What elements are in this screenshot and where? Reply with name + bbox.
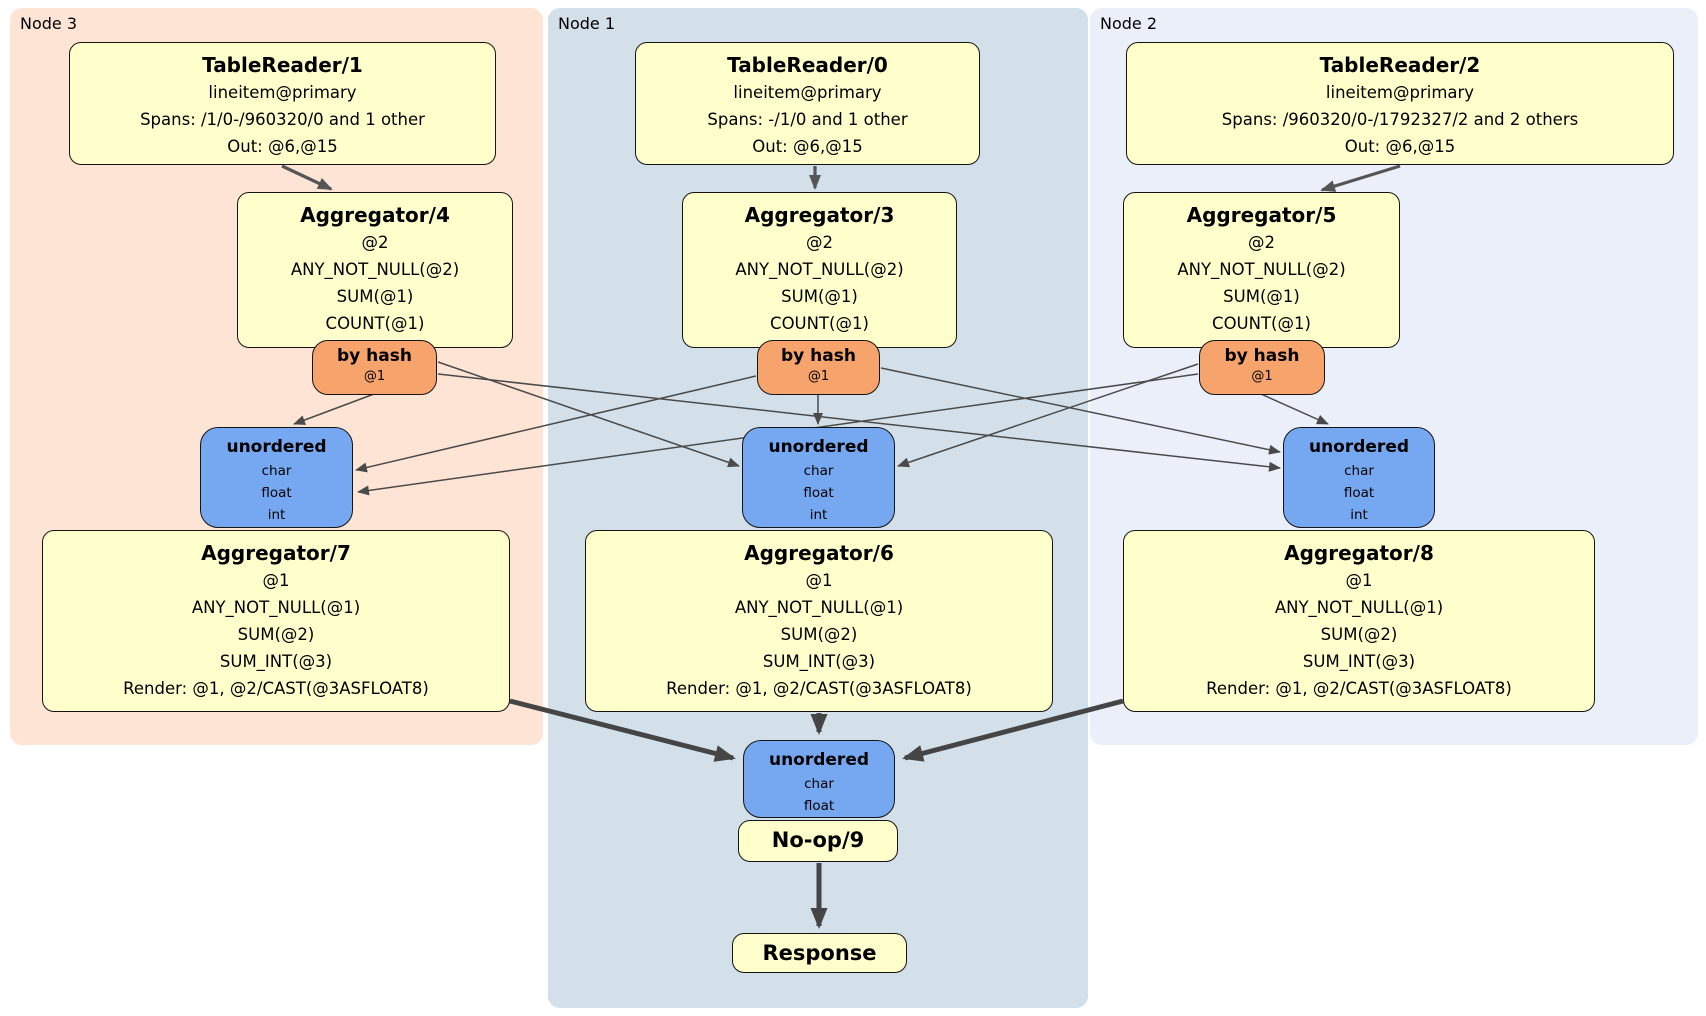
aggregator-8-box: Aggregator/8 @1 ANY_NOT_NULL(@1) SUM(@2)… — [1123, 530, 1595, 712]
aggregator-4-groupcols: @2 — [361, 233, 389, 252]
by-hash-router-node2-title: by hash — [1224, 346, 1300, 366]
aggregator-3-fn3: COUNT(@1) — [770, 314, 869, 333]
aggregator-8-fn1: ANY_NOT_NULL(@1) — [1274, 598, 1444, 617]
unordered-sync-node1-title: unordered — [768, 437, 869, 457]
panel-node3-label: Node 3 — [20, 14, 78, 33]
aggregator-7-fn1: ANY_NOT_NULL(@1) — [191, 598, 361, 617]
aggregator-6-render: Render: @1, @2/CAST(@3ASFLOAT8) — [666, 679, 972, 698]
aggregator-5-box: Aggregator/5 @2 ANY_NOT_NULL(@2) SUM(@1)… — [1123, 192, 1400, 348]
aggregator-4-fn3: COUNT(@1) — [325, 314, 425, 333]
aggregator-3-fn2: SUM(@1) — [781, 287, 858, 306]
unordered-sync-final: unordered char float — [743, 740, 895, 818]
aggregator-6-title: Aggregator/6 — [744, 541, 894, 565]
by-hash-router-node2-cols: @1 — [1251, 369, 1273, 384]
tablereader-0-index: lineitem@primary — [733, 83, 882, 102]
response-box: Response — [732, 933, 907, 973]
aggregator-4-title: Aggregator/4 — [300, 203, 450, 227]
aggregator-6-fn3: SUM_INT(@3) — [762, 652, 876, 671]
aggregator-3-fn1: ANY_NOT_NULL(@2) — [735, 260, 904, 279]
aggregator-7-fn3: SUM_INT(@3) — [219, 652, 333, 671]
aggregator-7-groupcols: @1 — [262, 571, 290, 590]
unordered-sync-node2-col1: char — [1344, 463, 1374, 479]
tablereader-1-index: lineitem@primary — [208, 83, 357, 102]
by-hash-router-node1: by hash @1 — [757, 340, 880, 395]
unordered-sync-final-col1: char — [804, 776, 834, 792]
by-hash-router-node1-cols: @1 — [807, 369, 830, 384]
aggregator-3-title: Aggregator/3 — [744, 203, 895, 227]
unordered-sync-final-title: unordered — [768, 750, 870, 770]
unordered-sync-node2-col2: float — [1343, 485, 1375, 501]
unordered-sync-node1: unordered char float int — [742, 427, 895, 528]
aggregator-5-fn2: SUM(@1) — [1223, 287, 1300, 306]
tablereader-1-box: TableReader/1 lineitem@primary Spans: /1… — [69, 42, 496, 165]
unordered-sync-node2: unordered char float int — [1283, 427, 1435, 528]
aggregator-7-render: Render: @1, @2/CAST(@3ASFLOAT8) — [123, 679, 429, 698]
aggregator-7-title: Aggregator/7 — [201, 541, 351, 565]
unordered-sync-final-col2: float — [803, 798, 835, 814]
panel-node2-label: Node 2 — [1100, 14, 1158, 33]
aggregator-8-render: Render: @1, @2/CAST(@3ASFLOAT8) — [1206, 679, 1512, 698]
aggregator-8-fn2: SUM(@2) — [1320, 625, 1398, 644]
unordered-sync-node1-col1: char — [803, 463, 834, 479]
aggregator-7-box: Aggregator/7 @1 ANY_NOT_NULL(@1) SUM(@2)… — [42, 530, 510, 712]
tablereader-0-out: Out: @6,@15 — [752, 137, 863, 156]
tablereader-2-index: lineitem@primary — [1325, 83, 1475, 102]
aggregator-3-box: Aggregator/3 @2 ANY_NOT_NULL(@2) SUM(@1)… — [682, 192, 957, 348]
aggregator-8-groupcols: @1 — [1345, 571, 1373, 590]
aggregator-8-fn3: SUM_INT(@3) — [1302, 652, 1416, 671]
panel-node1-label: Node 1 — [558, 14, 616, 33]
by-hash-router-node3-cols: @1 — [363, 369, 386, 384]
aggregator-7-fn2: SUM(@2) — [237, 625, 315, 644]
aggregator-5-fn3: COUNT(@1) — [1212, 314, 1311, 333]
unordered-sync-node3-col1: char — [261, 463, 292, 479]
unordered-sync-node2-title: unordered — [1308, 437, 1410, 457]
tablereader-2-out: Out: @6,@15 — [1344, 137, 1456, 156]
aggregator-3-groupcols: @2 — [806, 233, 833, 252]
by-hash-router-node3-title: by hash — [337, 346, 412, 366]
tablereader-2-box: TableReader/2 lineitem@primary Spans: /9… — [1126, 42, 1674, 165]
aggregator-4-box: Aggregator/4 @2 ANY_NOT_NULL(@2) SUM(@1)… — [237, 192, 513, 348]
unordered-sync-node1-col3: int — [809, 507, 828, 523]
noop-9-title: No-op/9 — [771, 828, 865, 852]
aggregator-6-groupcols: @1 — [805, 571, 833, 590]
tablereader-1-title: TableReader/1 — [202, 53, 363, 77]
noop-9-box: No-op/9 — [738, 820, 898, 862]
response-title: Response — [762, 941, 877, 965]
unordered-sync-node2-col3: int — [1350, 507, 1368, 523]
tablereader-2-spans: Spans: /960320/0-/1792327/2 and 2 others — [1221, 110, 1579, 129]
by-hash-router-node2: by hash @1 — [1199, 340, 1325, 395]
by-hash-router-node1-title: by hash — [781, 346, 856, 366]
aggregator-4-fn2: SUM(@1) — [336, 287, 414, 306]
unordered-sync-node3-col3: int — [267, 507, 286, 523]
tablereader-0-spans: Spans: -/1/0 and 1 other — [707, 110, 908, 129]
aggregator-6-box: Aggregator/6 @1 ANY_NOT_NULL(@1) SUM(@2)… — [585, 530, 1053, 712]
aggregator-4-fn1: ANY_NOT_NULL(@2) — [290, 260, 460, 279]
unordered-sync-node3-col2: float — [261, 485, 292, 501]
tablereader-1-out: Out: @6,@15 — [227, 137, 338, 156]
tablereader-0-box: TableReader/0 lineitem@primary Spans: -/… — [635, 42, 980, 165]
tablereader-2-title: TableReader/2 — [1319, 53, 1481, 77]
aggregator-8-title: Aggregator/8 — [1284, 541, 1434, 565]
aggregator-5-title: Aggregator/5 — [1186, 203, 1337, 227]
aggregator-6-fn2: SUM(@2) — [780, 625, 858, 644]
tablereader-0-title: TableReader/0 — [727, 53, 888, 77]
unordered-sync-node3: unordered char float int — [200, 427, 353, 528]
aggregator-6-fn1: ANY_NOT_NULL(@1) — [734, 598, 904, 617]
unordered-sync-node1-col2: float — [803, 485, 834, 501]
by-hash-router-node3: by hash @1 — [312, 340, 437, 395]
aggregator-5-fn1: ANY_NOT_NULL(@2) — [1177, 260, 1346, 279]
unordered-sync-node3-title: unordered — [226, 437, 327, 457]
aggregator-5-groupcols: @2 — [1248, 233, 1275, 252]
tablereader-1-spans: Spans: /1/0-/960320/0 and 1 other — [140, 110, 425, 129]
